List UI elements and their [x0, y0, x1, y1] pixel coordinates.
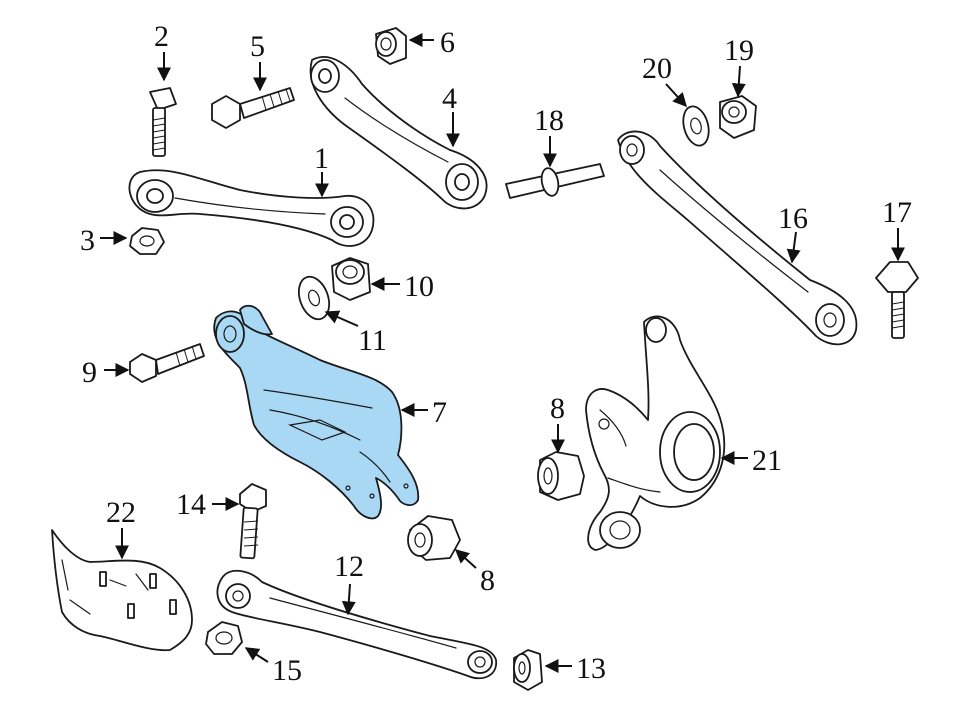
callout-11[interactable]: 11 — [358, 324, 387, 357]
part-8-bushing-lower[interactable] — [407, 515, 461, 561]
callout-3[interactable]: 3 — [80, 224, 95, 257]
part-19-nut[interactable] — [719, 95, 757, 139]
part-6-bushing[interactable] — [375, 27, 407, 65]
callout-20[interactable]: 20 — [642, 52, 672, 85]
callout-17[interactable]: 17 — [882, 196, 912, 229]
part-7-lower-control-arm[interactable] — [213, 304, 420, 520]
callout-19[interactable]: 19 — [724, 34, 754, 67]
part-16-control-arm[interactable] — [617, 130, 858, 346]
part-18-pin[interactable] — [505, 163, 605, 199]
part-2-bolt[interactable] — [149, 87, 177, 157]
part-11-washer[interactable] — [293, 273, 334, 324]
part-4-control-arm[interactable] — [309, 56, 488, 210]
part-17-bolt[interactable] — [875, 261, 919, 339]
part-22-shield[interactable] — [51, 529, 193, 652]
callout-21[interactable]: 21 — [752, 444, 782, 477]
part-14-bolt[interactable] — [239, 483, 267, 560]
part-20-washer[interactable] — [679, 104, 713, 149]
callout-16[interactable]: 16 — [778, 202, 808, 235]
callout-4[interactable]: 4 — [442, 82, 457, 115]
part-3-nut[interactable] — [129, 227, 165, 255]
callout-10[interactable]: 10 — [404, 270, 434, 303]
callout-2[interactable]: 2 — [154, 20, 169, 53]
part-9-bolt[interactable] — [129, 343, 205, 383]
part-8-bushing-knuckle[interactable] — [537, 451, 585, 501]
callout-6[interactable]: 6 — [440, 26, 455, 59]
callout-8-lower[interactable]: 8 — [480, 564, 495, 597]
part-10-bushing[interactable] — [331, 257, 371, 301]
callout-7[interactable]: 7 — [432, 396, 447, 429]
callout-1[interactable]: 1 — [314, 142, 329, 175]
callout-15[interactable]: 15 — [272, 654, 302, 687]
part-12-control-arm[interactable] — [216, 569, 497, 680]
part-21-knuckle[interactable] — [585, 315, 726, 551]
callout-18[interactable]: 18 — [534, 104, 564, 137]
callout-9[interactable]: 9 — [82, 356, 97, 389]
leader-lines — [100, 33, 905, 673]
callout-12[interactable]: 12 — [334, 550, 364, 583]
callout-14[interactable]: 14 — [176, 488, 206, 521]
part-13-bushing[interactable] — [513, 649, 543, 691]
callout-22[interactable]: 22 — [106, 496, 136, 529]
callout-5[interactable]: 5 — [250, 30, 265, 63]
part-1-control-arm[interactable] — [128, 169, 375, 247]
part-15-nut[interactable] — [205, 621, 243, 655]
callout-8-knuckle[interactable]: 8 — [550, 392, 565, 425]
callout-labels: 1 2 3 4 5 6 7 8 8 9 10 11 12 13 14 15 16… — [80, 20, 912, 687]
part-5-bolt[interactable] — [211, 87, 295, 129]
callout-13[interactable]: 13 — [576, 652, 606, 685]
